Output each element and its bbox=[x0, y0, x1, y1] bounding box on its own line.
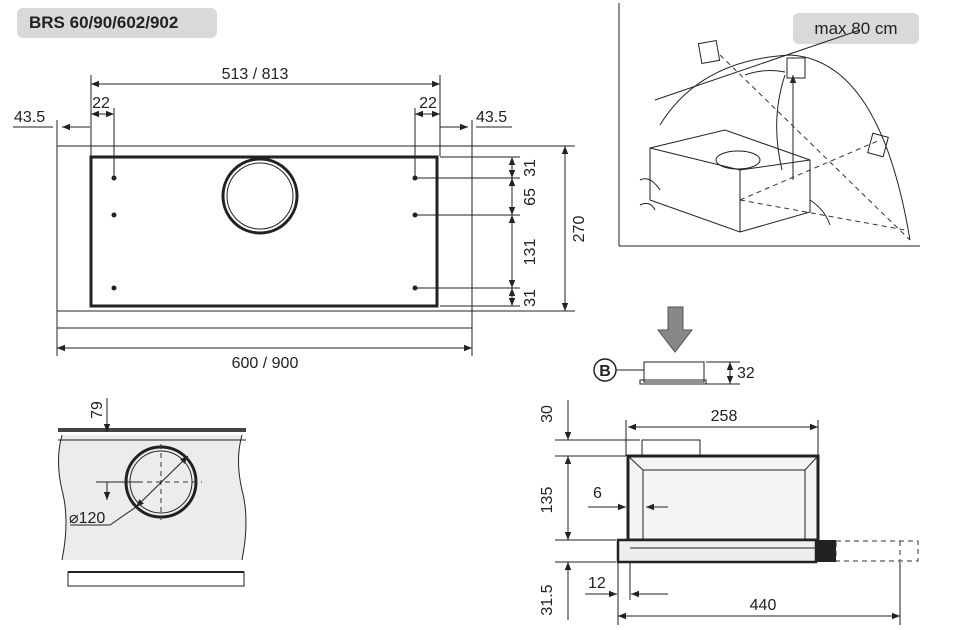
top-view: 513 / 813 22 22 43.5 43.5 600 / 900 31 6… bbox=[13, 66, 588, 372]
dim-offset: 79 bbox=[89, 401, 106, 419]
wall-socket-icon bbox=[867, 132, 889, 158]
side-view: 258 30 135 31.5 6 12 440 bbox=[539, 400, 919, 625]
model-title: BRS 60/90/602/902 bbox=[17, 8, 217, 38]
hole bbox=[111, 285, 117, 291]
hood-box bbox=[649, 129, 811, 233]
duct-outlet-inner bbox=[226, 162, 294, 230]
wall-socket-icon bbox=[786, 57, 806, 79]
hood-outline bbox=[56, 145, 473, 329]
dim-width: 258 bbox=[711, 408, 738, 425]
component-b-part bbox=[643, 361, 705, 383]
label-b: B bbox=[599, 363, 611, 380]
reach-arc bbox=[659, 54, 911, 241]
b-component: B 32 bbox=[593, 358, 755, 385]
wall-socket-icon bbox=[697, 40, 721, 64]
dim-depth-side: 440 bbox=[750, 597, 777, 614]
hole bbox=[111, 212, 117, 218]
dim-front: 12 bbox=[588, 575, 606, 592]
hood-outlet bbox=[715, 150, 761, 170]
power-cable bbox=[776, 74, 786, 171]
dim-body: 135 bbox=[539, 487, 556, 514]
dim-total-width: 600 / 900 bbox=[232, 355, 299, 372]
dim-left-hole-offset: 22 bbox=[92, 95, 110, 112]
dim-v1: 31 bbox=[522, 159, 539, 177]
max-distance-label: max 80 cm bbox=[793, 13, 919, 44]
dim-right-hole-offset: 22 bbox=[419, 95, 437, 112]
dim-v3: 131 bbox=[522, 239, 539, 266]
dim-right-margin: 43.5 bbox=[476, 109, 507, 126]
dim-depth: 270 bbox=[571, 216, 588, 243]
dim-v2: 65 bbox=[522, 188, 539, 206]
dim-bottom: 31.5 bbox=[539, 584, 556, 615]
dim-inner-width: 513 / 813 bbox=[222, 66, 289, 83]
dim-wall: 6 bbox=[593, 485, 602, 502]
hole bbox=[111, 175, 117, 181]
extension-dashed bbox=[835, 540, 919, 562]
duct-outlet-outer bbox=[221, 157, 299, 235]
dim-b-height: 32 bbox=[737, 365, 755, 382]
dim-left-margin: 43.5 bbox=[14, 109, 45, 126]
hood-inner-frame bbox=[89, 155, 439, 308]
installation-illustration bbox=[618, 3, 920, 247]
dim-diameter: ⌀120 bbox=[69, 510, 105, 527]
down-arrow-icon bbox=[656, 306, 694, 353]
duct-detail: ⌀120 79 bbox=[58, 398, 247, 587]
dim-v4: 31 bbox=[522, 289, 539, 307]
hand-icon bbox=[744, 70, 786, 76]
dim-top: 30 bbox=[539, 405, 556, 423]
